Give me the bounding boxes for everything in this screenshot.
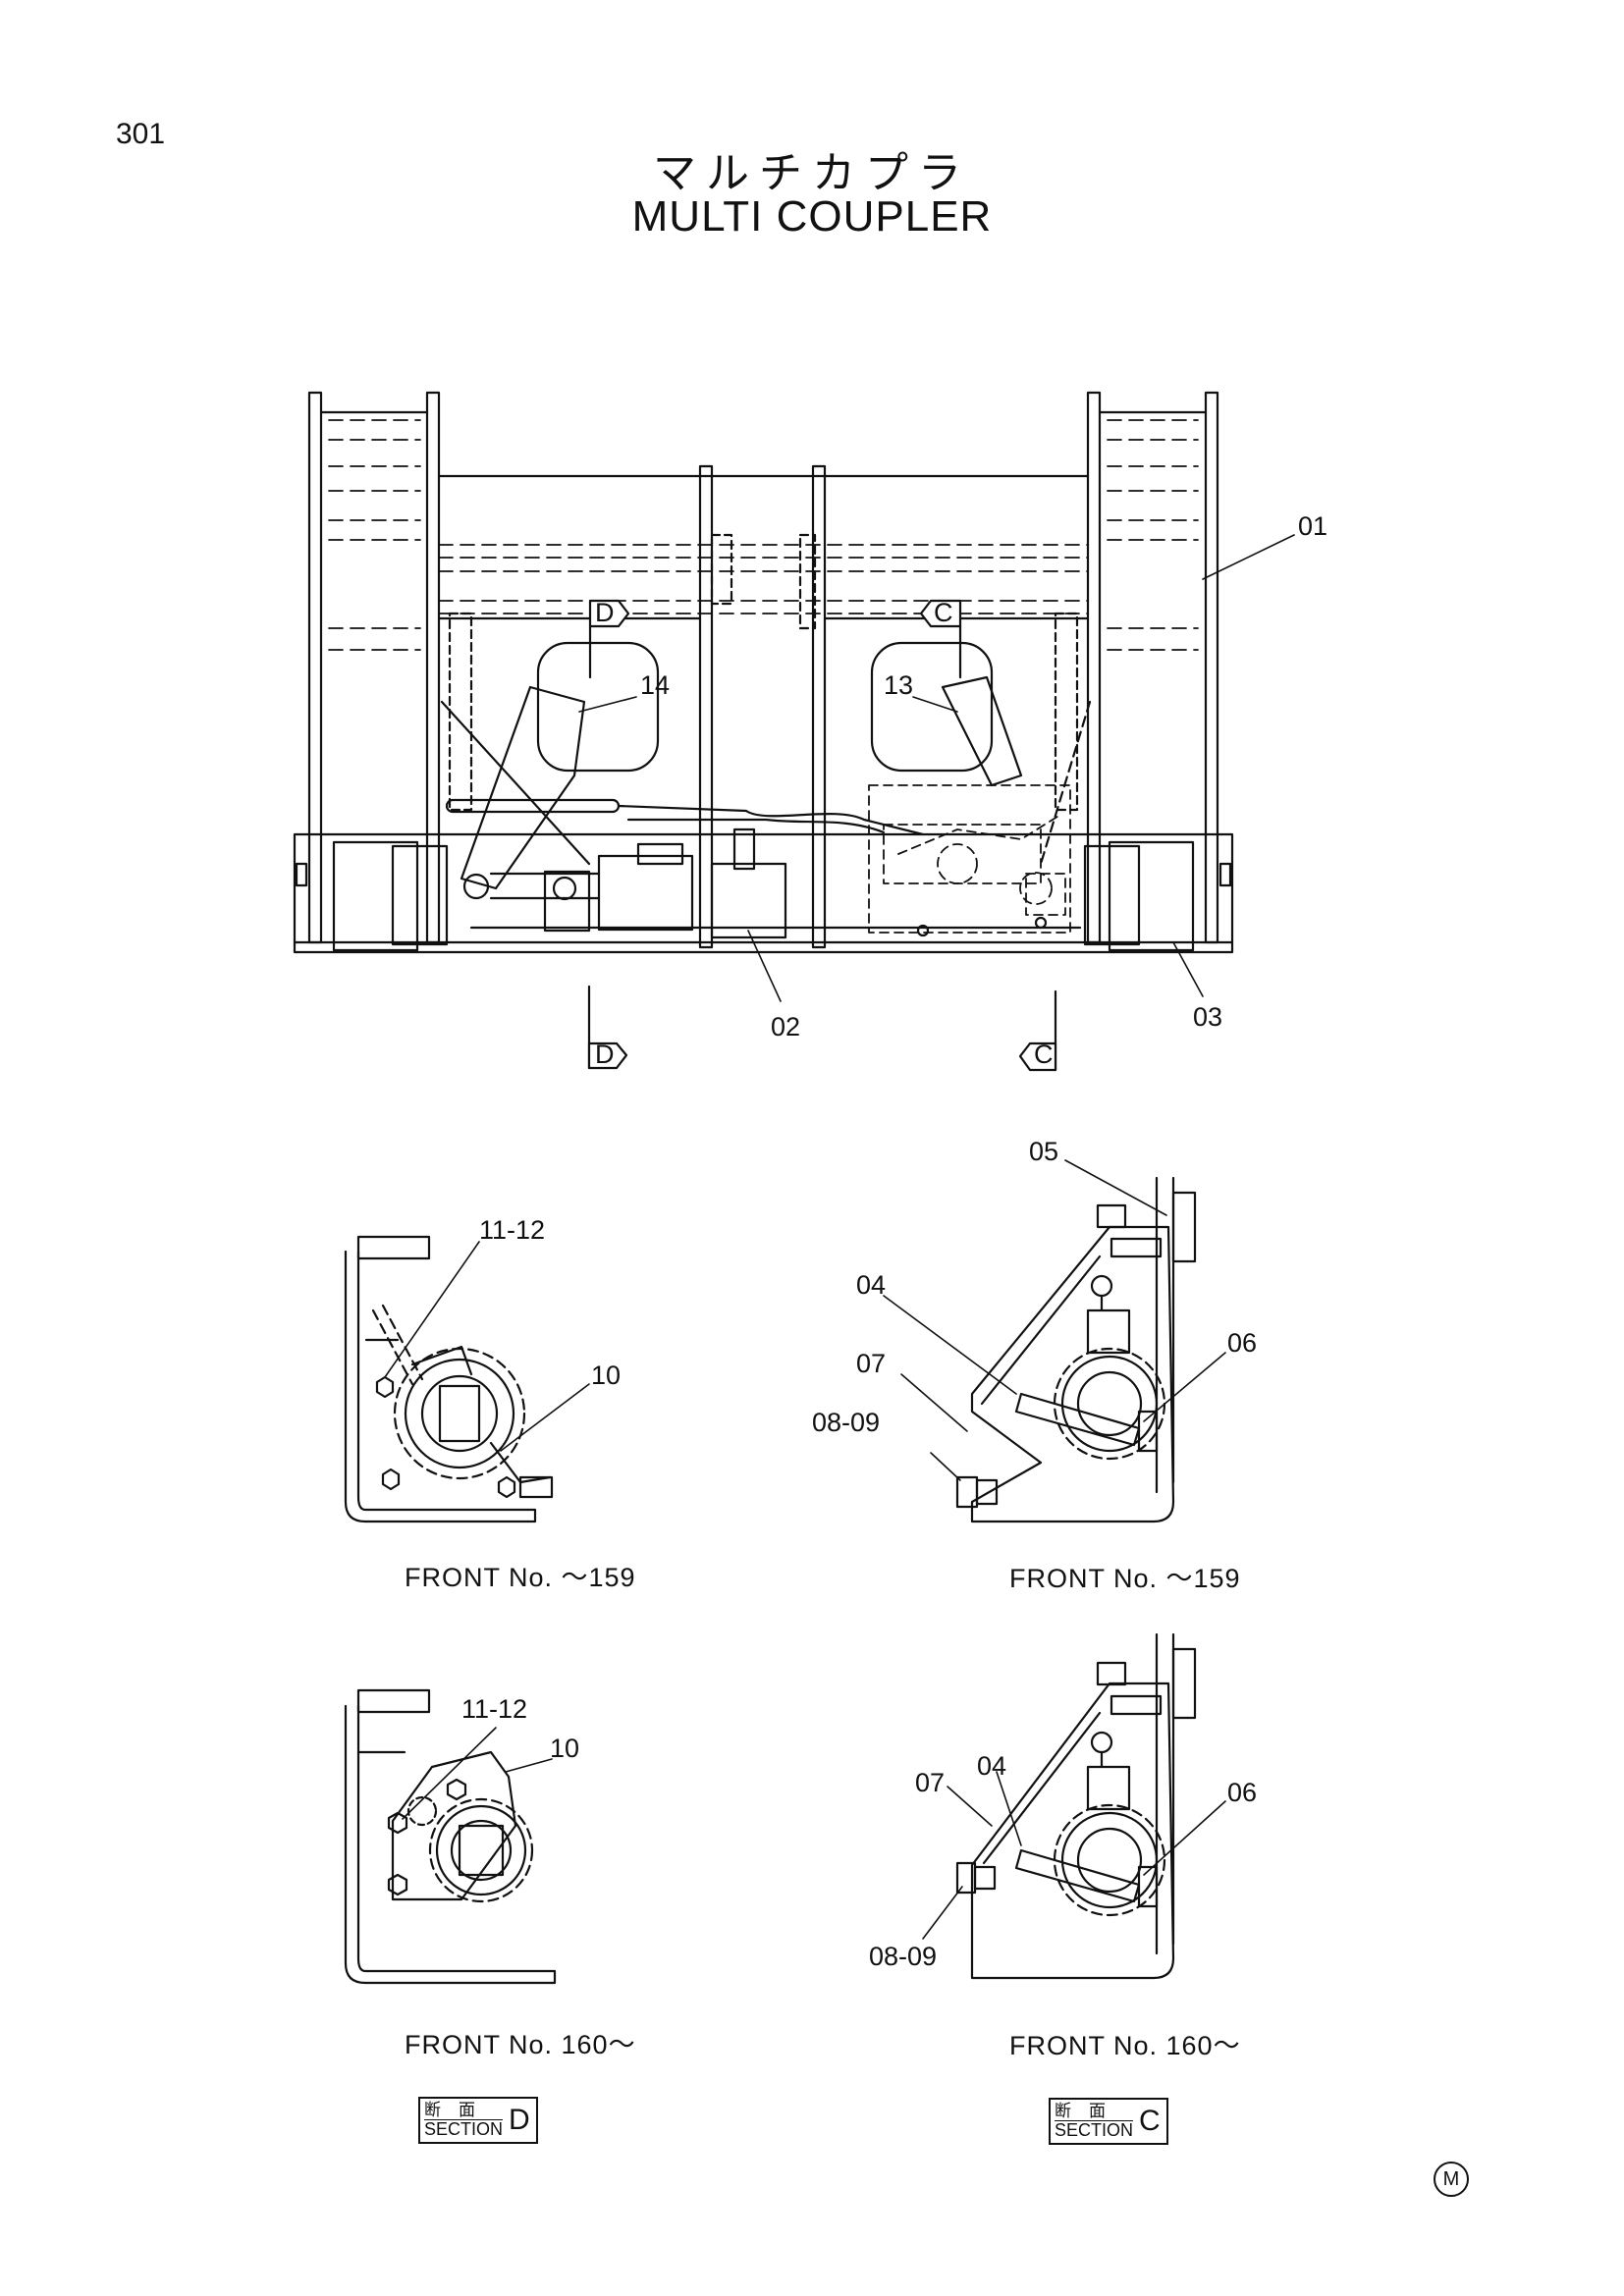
caption-section-d-upper: FRONT No. ～159 bbox=[405, 1563, 636, 1592]
callout-05: 05 bbox=[1029, 1137, 1058, 1166]
callout-11-12-upper: 11-12 bbox=[479, 1215, 545, 1245]
section-d-label-jp: 断面 bbox=[424, 2101, 493, 2120]
callout-07-lower: 07 bbox=[915, 1768, 945, 1797]
callout-14: 14 bbox=[640, 670, 670, 700]
section-d-letter: D bbox=[509, 2104, 530, 2136]
main-assembly-drawing bbox=[293, 391, 1234, 954]
callout-04-upper: 04 bbox=[856, 1270, 886, 1300]
leader-lines-section-d-upper bbox=[384, 1241, 590, 1452]
section-c-lower-drawing bbox=[955, 1632, 1197, 1980]
section-arrow-d-top bbox=[588, 599, 630, 679]
caption-section-d-lower: FRONT No. 160～ bbox=[405, 2030, 636, 2059]
callout-11-12-lower: 11-12 bbox=[461, 1694, 527, 1724]
section-d-upper-drawing bbox=[344, 1235, 554, 1523]
section-arrow-d-top-label: D bbox=[595, 598, 615, 627]
section-arrow-c-top bbox=[919, 599, 962, 679]
section-arrow-d-bottom bbox=[587, 985, 628, 1070]
section-c-label-jp: 断面 bbox=[1055, 2102, 1123, 2121]
callout-04-lower: 04 bbox=[977, 1751, 1006, 1781]
leader-lines-section-d-lower bbox=[402, 1727, 553, 1820]
callout-03: 03 bbox=[1193, 1002, 1222, 1032]
leader-lines-section-c-lower bbox=[922, 1771, 1226, 1940]
section-arrow-d-bottom-label: D bbox=[595, 1040, 615, 1069]
section-arrow-c-bottom-label: C bbox=[1034, 1040, 1054, 1069]
section-d-label: 断面 SECTION D bbox=[418, 2097, 538, 2144]
callout-02: 02 bbox=[771, 1012, 800, 1041]
section-c-label: 断面 SECTION C bbox=[1049, 2098, 1168, 2145]
section-d-label-en: SECTION bbox=[424, 2119, 504, 2139]
callout-08-09-upper: 08-09 bbox=[812, 1408, 880, 1437]
callout-01: 01 bbox=[1298, 511, 1327, 541]
section-c-letter: C bbox=[1139, 2105, 1161, 2137]
callout-13: 13 bbox=[884, 670, 913, 700]
callout-10-upper: 10 bbox=[591, 1361, 621, 1390]
caption-section-c-lower: FRONT No. 160～ bbox=[1009, 2031, 1241, 2060]
section-d-lower-drawing bbox=[344, 1688, 557, 1985]
callout-07-upper: 07 bbox=[856, 1349, 886, 1378]
section-c-label-en: SECTION bbox=[1055, 2120, 1134, 2140]
callout-10-lower: 10 bbox=[550, 1734, 579, 1763]
page-number: 301 bbox=[116, 118, 166, 150]
section-arrow-c-top-label: C bbox=[934, 598, 953, 627]
callout-08-09-lower: 08-09 bbox=[869, 1942, 937, 1971]
maker-mark: M bbox=[1434, 2162, 1469, 2197]
callout-06-upper: 06 bbox=[1227, 1328, 1257, 1358]
section-c-upper-drawing bbox=[955, 1176, 1197, 1523]
section-arrow-c-bottom bbox=[1018, 989, 1057, 1072]
leader-lines-section-c-upper bbox=[883, 1159, 1226, 1481]
caption-section-c-upper: FRONT No. ～159 bbox=[1009, 1564, 1241, 1593]
title-english: MULTI COUPLER bbox=[631, 192, 993, 240]
callout-06-lower: 06 bbox=[1227, 1778, 1257, 1807]
leader-lines-main bbox=[578, 534, 1295, 1002]
title-japanese: マルチカプラ bbox=[653, 148, 971, 198]
